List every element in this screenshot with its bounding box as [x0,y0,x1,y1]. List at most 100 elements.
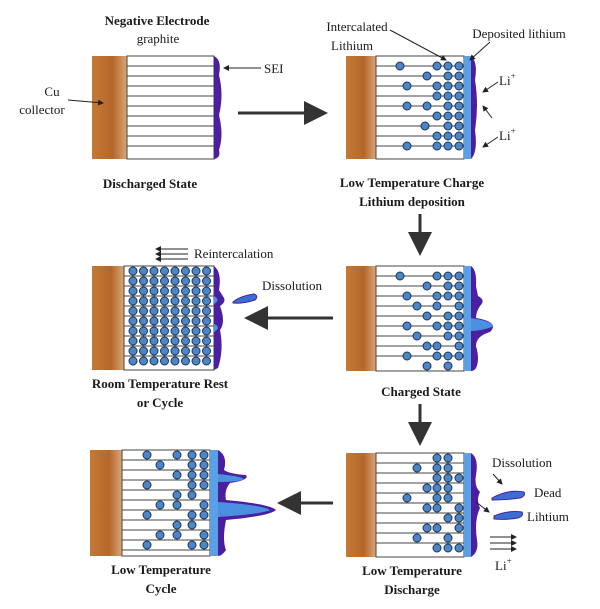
lithium-ion [454,101,464,111]
lithium-ion [170,346,180,356]
lithium-ion [443,483,453,493]
li-ion-pointer-2 [482,105,493,119]
lithium-ion [170,266,180,276]
lithium-ion [412,533,422,543]
lithium-ion [139,336,148,346]
lithium-ion [191,356,201,366]
lithium-ion [142,450,152,460]
lithium-ion [181,306,190,316]
lithium-ion [443,513,453,523]
lithium-ion [432,91,442,101]
lithium-ion [432,543,442,553]
graphite-layers [124,275,214,357]
lithium-ion [202,306,211,316]
reintercalation-arrows [155,246,188,262]
lithium-ion [139,346,148,356]
lithium-ion [160,296,169,306]
lithium-ion [422,101,432,111]
intercalated-pointer [389,29,447,61]
deposited-lithium-layer [464,56,471,159]
lithium-ion [402,291,412,301]
lithium-ion [422,71,432,81]
lithium-ion [402,351,412,361]
panel-room-temp [92,265,225,371]
lithium-ion [128,276,138,286]
lithium-ion [432,81,442,91]
lithium-ion [199,510,209,520]
lithium-ion [432,271,442,281]
graphite-layers [122,459,210,551]
sei-layer [471,56,477,159]
lithium-ion [199,470,209,480]
lithium-ion [454,473,464,483]
lithium-ion [202,266,211,276]
lithium-ion [187,490,197,500]
lithium-ion [443,543,453,553]
lithium-ion [170,276,180,286]
low-temp-discharge-label-2: Discharge [384,582,440,597]
lithium-ion [443,71,453,81]
lithium-ion [443,101,453,111]
cu-label: Cu [44,84,60,99]
lithium-ion [149,326,159,336]
lithium-ion [149,266,159,276]
lithium-ion [187,520,197,530]
lithium-ion [181,276,190,286]
lithium-ion [170,296,180,306]
lithium-ion [454,503,464,513]
lithium-ion [454,111,464,121]
lithium-ion [128,356,138,366]
lithium-ion [181,296,190,306]
lithium-ion [202,316,211,326]
lithium-ion [432,523,442,533]
lithium-ion [191,306,201,316]
lithium-ion [402,81,412,91]
lithium-ion [454,141,464,151]
lithium-ion [128,346,138,356]
lithium-ion [443,281,453,291]
lithium-ion [454,271,464,281]
lithium-ion [199,530,209,540]
lithium-ion [432,131,442,141]
lithium-ion [454,331,464,341]
lithium-ion [432,503,442,513]
residual-lithium [214,296,218,332]
lithium-ion [172,470,182,480]
lithium-label: Lithium [331,38,373,53]
lithium-ion [160,306,169,316]
lithium-ion [422,281,432,291]
lithium-ion [149,316,159,326]
dissolution-label-2: Dissolution [492,455,552,470]
lithium-ion [454,543,464,553]
lithium-ion [432,141,442,151]
lithium-ion [139,296,148,306]
lithium-ion [172,450,182,460]
charged-state-label: Charged State [381,384,461,399]
lithium-ion [160,316,169,326]
lithium-ion [142,540,152,550]
lithium-ion [139,326,148,336]
sei-layer [471,453,480,557]
panel-low-temp-cycle [90,449,276,557]
cu-collector [346,453,376,557]
panel-charged [346,265,493,372]
lithium-ion [402,141,412,151]
li-ion-label-3: Li+ [495,556,512,573]
lithium-ion [170,316,180,326]
low-temp-cycle-label-2: Cycle [145,581,176,596]
lithium-ion [149,346,159,356]
lithium-ion [191,326,201,336]
lithium-ion [454,291,464,301]
lithium-ion [181,326,190,336]
lithium-ion [443,533,453,543]
dead-label: Dead [534,485,562,500]
lithium-ion [402,493,412,503]
lithium-ion [432,61,442,71]
graphite-block [123,265,215,371]
lithium-ion [187,450,197,460]
lithium-ion [170,306,180,316]
lithium-ion [199,460,209,470]
lihtium-label: Lihtium [527,509,569,524]
lithium-ion [443,61,453,71]
collector-label: collector [19,102,65,117]
